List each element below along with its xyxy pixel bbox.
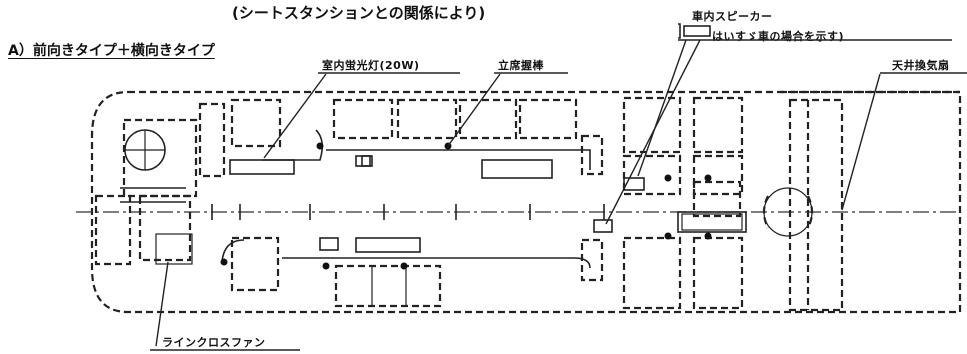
section-label: A）前向きタイプ＋横向きタイプ [8,43,215,59]
driver-area [94,102,226,266]
lower-seats [230,236,744,310]
label-speaker: 車内スピーカー [692,10,773,23]
ceiling-light-box [229,159,295,175]
upper-panel [481,159,553,179]
speaker-legend-box [683,25,711,37]
diagram-subtitle: (シートスタンションとの関係により) [232,4,486,22]
label-line-fan: ラインクロスファン [162,336,266,349]
standing-bar-posts [220,142,712,270]
upper-seats [230,96,744,196]
handrail-ticks [211,204,605,220]
label-ceiling-fan: 天井換気扇 [892,59,950,72]
label-standing-bar: 立席握棒 [498,59,544,72]
bus-outline [90,90,962,314]
label-ceiling-light: 室内蛍光灯(20W) [322,59,420,72]
